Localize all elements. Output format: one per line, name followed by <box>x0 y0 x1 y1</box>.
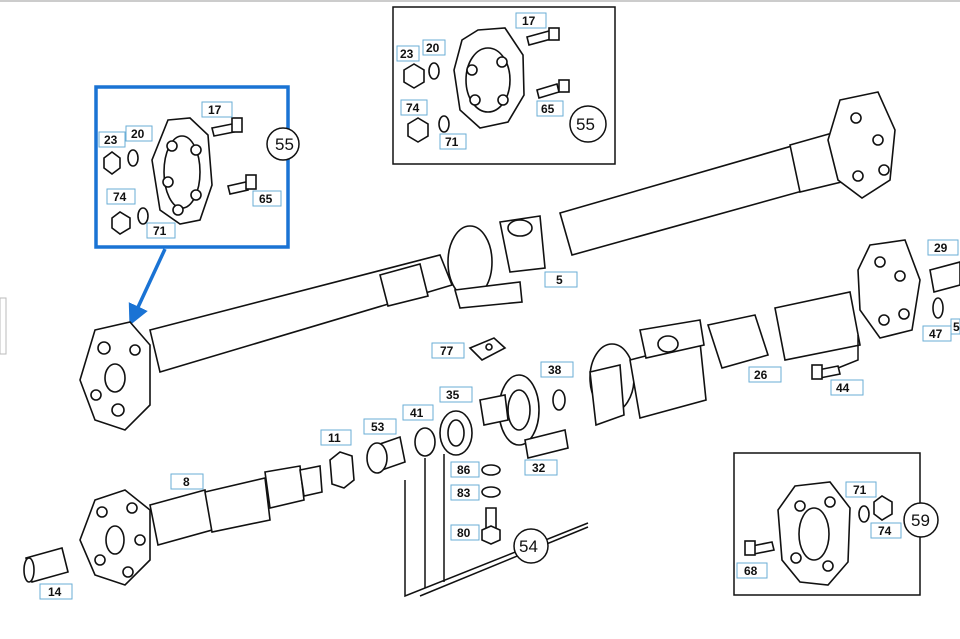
center-support-parts <box>329 337 589 598</box>
inset-box-59: 71 74 68 59 <box>733 452 939 596</box>
nut-11 <box>329 451 355 489</box>
callout-17-left: 17 <box>201 101 233 118</box>
callout-65-left: 65 <box>252 190 282 207</box>
svg-text:80: 80 <box>457 526 471 540</box>
callout-29: 29 <box>927 239 959 256</box>
svg-text:8: 8 <box>183 475 190 489</box>
callout-74-left: 74 <box>106 188 136 205</box>
svg-text:86: 86 <box>457 463 471 477</box>
washer-86 <box>481 464 501 476</box>
callout-5: 5 <box>544 271 578 288</box>
svg-text:44: 44 <box>836 381 850 395</box>
svg-text:71: 71 <box>853 483 867 497</box>
callout-68: 68 <box>736 562 768 579</box>
ref-number-59: 59 <box>911 511 930 530</box>
svg-text:83: 83 <box>457 486 471 500</box>
svg-text:20: 20 <box>426 41 440 55</box>
ref-circle-54 <box>513 528 549 564</box>
ref-circle-59 <box>903 502 939 538</box>
svg-text:47: 47 <box>929 327 943 341</box>
svg-text:26: 26 <box>754 368 768 382</box>
rear-flex-disc <box>827 91 896 199</box>
svg-text:71: 71 <box>445 135 459 149</box>
callout-5-right: 5 <box>950 318 960 335</box>
callout-86: 86 <box>450 461 480 478</box>
middle-drive-shaft <box>589 239 960 427</box>
left-edge-tab[interactable] <box>0 297 7 355</box>
callout-74-bottom: 74 <box>870 522 902 539</box>
svg-text:14: 14 <box>48 585 62 599</box>
ring-41 <box>414 427 436 457</box>
svg-text:17: 17 <box>522 14 536 28</box>
rear-flange-part <box>857 239 921 339</box>
callout-38: 38 <box>540 361 574 378</box>
ref-circle-55-left <box>266 127 300 161</box>
callout-71-left: 71 <box>146 222 176 239</box>
svg-text:38: 38 <box>548 363 562 377</box>
svg-text:53: 53 <box>371 420 385 434</box>
callout-23-left: 23 <box>98 131 126 148</box>
bolt-65-part <box>536 82 560 100</box>
callout-11: 11 <box>320 429 352 446</box>
svg-text:20: 20 <box>131 127 145 141</box>
callout-71-top: 71 <box>439 133 467 150</box>
svg-text:74: 74 <box>878 524 892 538</box>
callout-14: 14 <box>39 583 73 600</box>
nut-23-part <box>403 63 425 89</box>
callout-41: 41 <box>402 404 434 421</box>
svg-text:29: 29 <box>934 241 948 255</box>
nut-74-part <box>873 495 893 521</box>
callout-77: 77 <box>431 342 465 359</box>
callout-20-left: 20 <box>125 125 153 142</box>
lower-drive-shaft <box>23 465 323 586</box>
callout-74-top: 74 <box>400 99 428 116</box>
callout-8: 8 <box>170 473 204 490</box>
callout-44: 44 <box>830 379 864 396</box>
callout-83: 83 <box>450 484 480 501</box>
svg-text:77: 77 <box>440 344 454 358</box>
svg-text:65: 65 <box>259 192 273 206</box>
svg-text:41: 41 <box>410 406 424 420</box>
svg-text:23: 23 <box>104 133 118 147</box>
callout-53: 53 <box>363 418 397 435</box>
upper-drive-shaft <box>79 91 896 431</box>
callout-23-top: 23 <box>396 45 420 62</box>
callout-32: 32 <box>524 459 558 476</box>
inset-box-55: 17 20 23 74 71 65 55 <box>392 6 616 165</box>
callout-71-bottom: 71 <box>845 481 877 498</box>
svg-text:71: 71 <box>153 224 167 238</box>
ref-number-54: 54 <box>519 537 538 556</box>
svg-text:5: 5 <box>556 273 563 287</box>
svg-text:23: 23 <box>400 47 414 61</box>
svg-text:74: 74 <box>113 190 127 204</box>
callout-47: 47 <box>922 325 952 342</box>
callout-35: 35 <box>439 386 473 403</box>
svg-text:11: 11 <box>328 431 341 445</box>
bolt-17-part <box>526 30 552 46</box>
highlighted-inset-box: 17 20 23 74 71 65 55 <box>94 85 300 249</box>
callout-20-top: 20 <box>422 39 446 56</box>
nut-74-part <box>407 117 429 143</box>
callout-26: 26 <box>748 366 782 383</box>
ref-number-55-left: 55 <box>275 135 294 154</box>
callout-80: 80 <box>450 524 480 541</box>
svg-text:17: 17 <box>208 103 222 117</box>
svg-text:65: 65 <box>541 102 555 116</box>
svg-text:35: 35 <box>446 388 460 402</box>
ref-circle-55-top <box>569 105 607 143</box>
lock-washer-83 <box>481 486 501 498</box>
svg-text:5: 5 <box>953 320 960 334</box>
svg-text:68: 68 <box>744 564 758 578</box>
svg-text:32: 32 <box>532 461 546 475</box>
callout-65-top: 65 <box>536 100 564 117</box>
ref-number-55-top: 55 <box>576 115 595 134</box>
svg-text:74: 74 <box>406 101 420 115</box>
callout-17-top: 17 <box>515 12 547 29</box>
highlight-arrow <box>128 248 167 326</box>
